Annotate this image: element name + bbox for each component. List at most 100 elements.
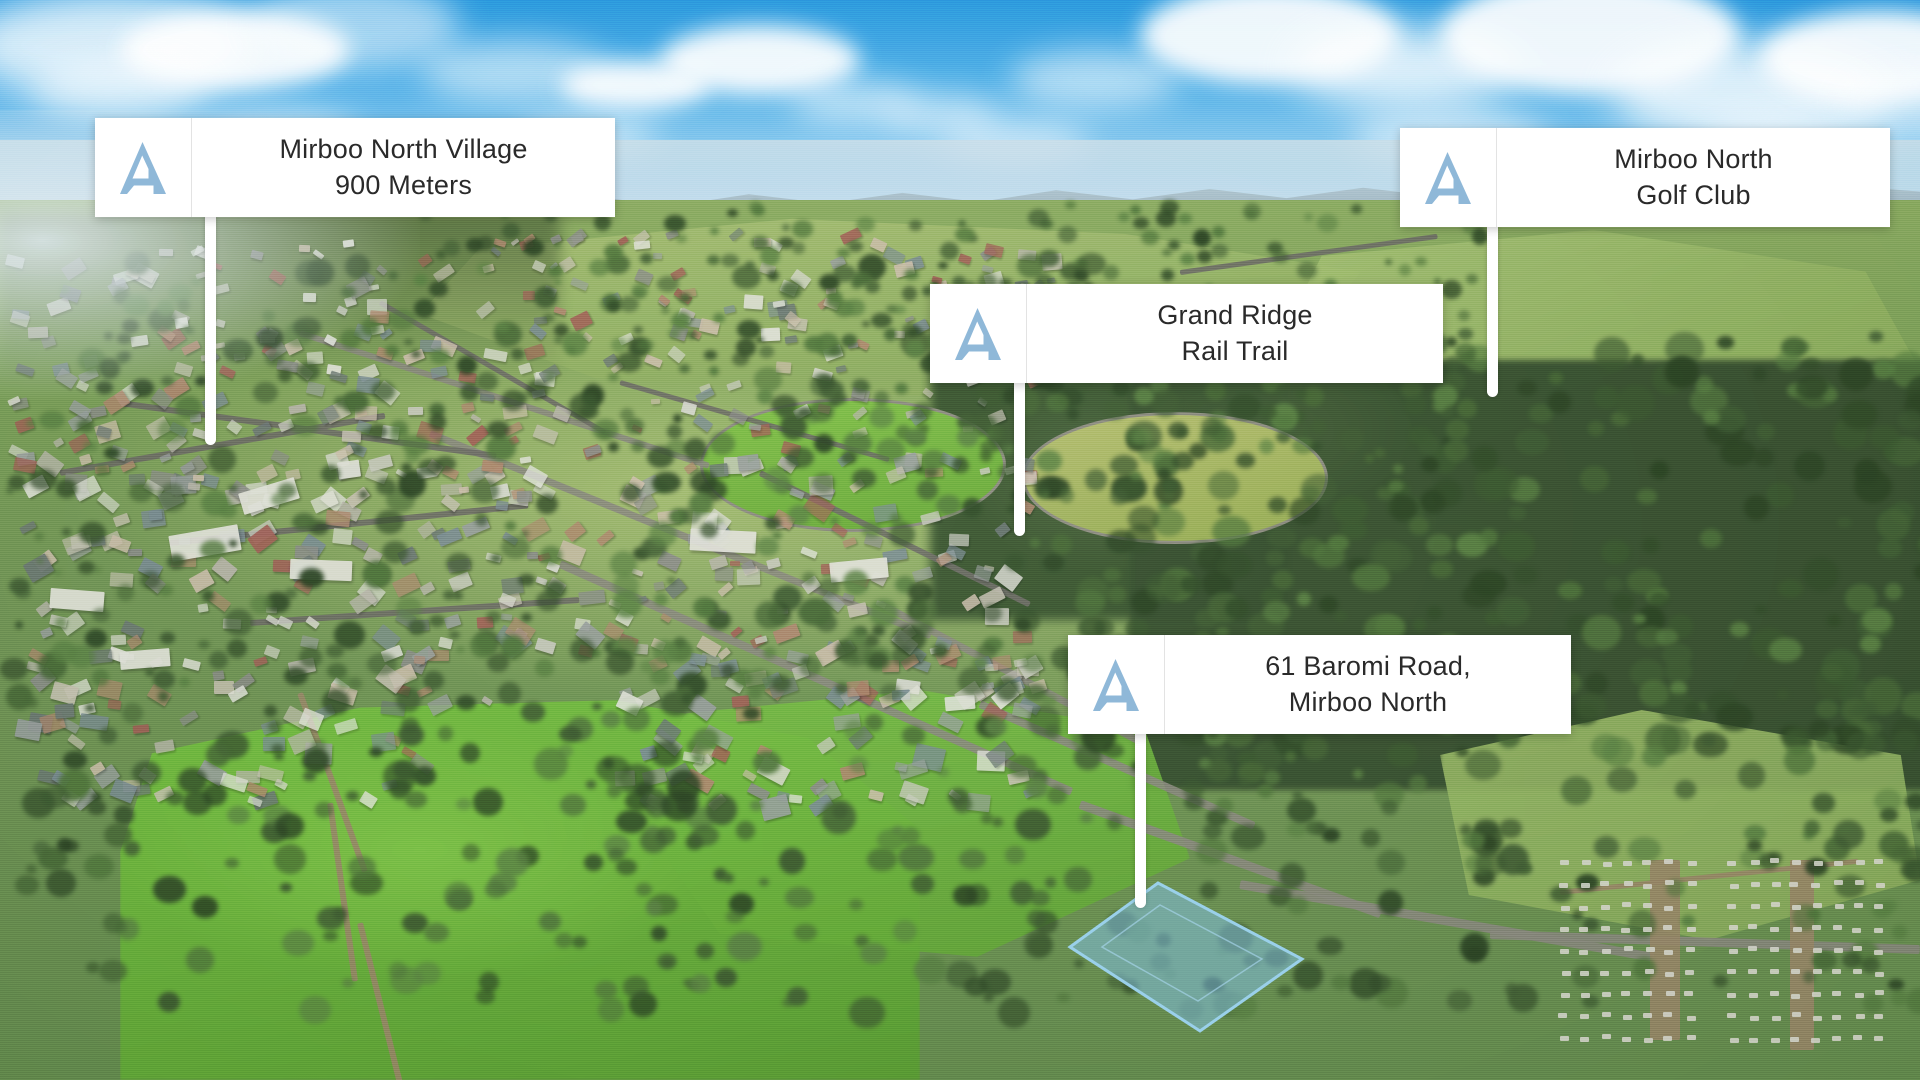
tree (265, 592, 290, 613)
tree (1301, 736, 1329, 760)
tree (1042, 554, 1064, 572)
headstone (1560, 992, 1570, 998)
tree (1842, 952, 1863, 969)
tree (520, 530, 530, 537)
tree (1295, 388, 1307, 400)
building (522, 464, 548, 488)
building (570, 276, 589, 291)
tree (1040, 693, 1057, 707)
tree (1177, 212, 1193, 224)
tree (744, 260, 756, 269)
building (569, 310, 593, 332)
tree (920, 450, 947, 470)
headstone (1813, 947, 1823, 953)
callout-logo-cell (1400, 128, 1497, 227)
tree (1033, 481, 1050, 496)
tree (692, 751, 705, 764)
tree (1713, 974, 1729, 988)
tree (581, 394, 598, 411)
headstone (1623, 881, 1633, 887)
headstone (1854, 993, 1864, 999)
tree (720, 663, 737, 679)
headstone (1853, 903, 1863, 908)
building (132, 723, 150, 734)
tree (177, 767, 208, 793)
tree (660, 307, 670, 314)
tree (867, 848, 897, 871)
tree (103, 823, 132, 848)
tree (456, 355, 478, 376)
tree (376, 477, 397, 495)
tree (1064, 867, 1092, 892)
tree (908, 581, 933, 603)
tree (1862, 994, 1883, 1013)
tree (657, 275, 680, 292)
headstone (1853, 968, 1863, 974)
callout-61-baromi-road[interactable]: 61 Baromi Road,Mirboo North (1068, 635, 1571, 734)
tree (559, 725, 582, 743)
tree (916, 464, 926, 474)
tree (836, 248, 851, 259)
tree (709, 432, 736, 456)
tree (500, 536, 530, 559)
tree (389, 425, 410, 446)
tree (203, 782, 227, 806)
tree (595, 981, 617, 1000)
tree (1877, 509, 1910, 541)
tree (1162, 479, 1178, 492)
tree (290, 414, 319, 436)
tree (0, 658, 28, 680)
building (784, 334, 798, 345)
headstone (1811, 924, 1821, 930)
tree (77, 560, 95, 574)
tree (759, 246, 780, 266)
tree (1388, 479, 1404, 494)
tree (1784, 746, 1815, 776)
building (440, 493, 460, 512)
building (835, 364, 847, 373)
tree (1588, 421, 1604, 437)
headstone (1579, 949, 1589, 955)
headstone (1580, 992, 1590, 998)
tree (26, 697, 39, 708)
tree (224, 608, 253, 637)
building (158, 248, 174, 256)
tree (958, 849, 986, 870)
tree (1275, 413, 1294, 428)
tree (705, 794, 737, 826)
tree (225, 858, 239, 869)
tree (591, 702, 603, 711)
tree (1029, 538, 1040, 548)
tree (1084, 469, 1108, 492)
tree (124, 841, 140, 856)
tree (1795, 374, 1829, 399)
tree (159, 632, 175, 644)
tree (831, 803, 848, 820)
tree (1496, 597, 1530, 626)
tree (1426, 606, 1442, 621)
tree (631, 440, 645, 452)
headstone (1792, 860, 1802, 866)
tree (693, 596, 716, 618)
tree (1065, 201, 1076, 210)
building (159, 452, 172, 463)
building (14, 363, 35, 377)
tree (91, 668, 110, 686)
building (937, 711, 965, 734)
tree (976, 378, 1005, 407)
building (742, 768, 757, 782)
cloud (250, 0, 460, 70)
building (97, 491, 121, 513)
tree (476, 372, 499, 392)
building (342, 239, 355, 248)
headstone (1560, 905, 1570, 911)
tree (206, 743, 231, 767)
tree (339, 329, 361, 350)
headstone (1812, 1016, 1822, 1021)
tree (1612, 594, 1634, 613)
tree (779, 848, 805, 874)
